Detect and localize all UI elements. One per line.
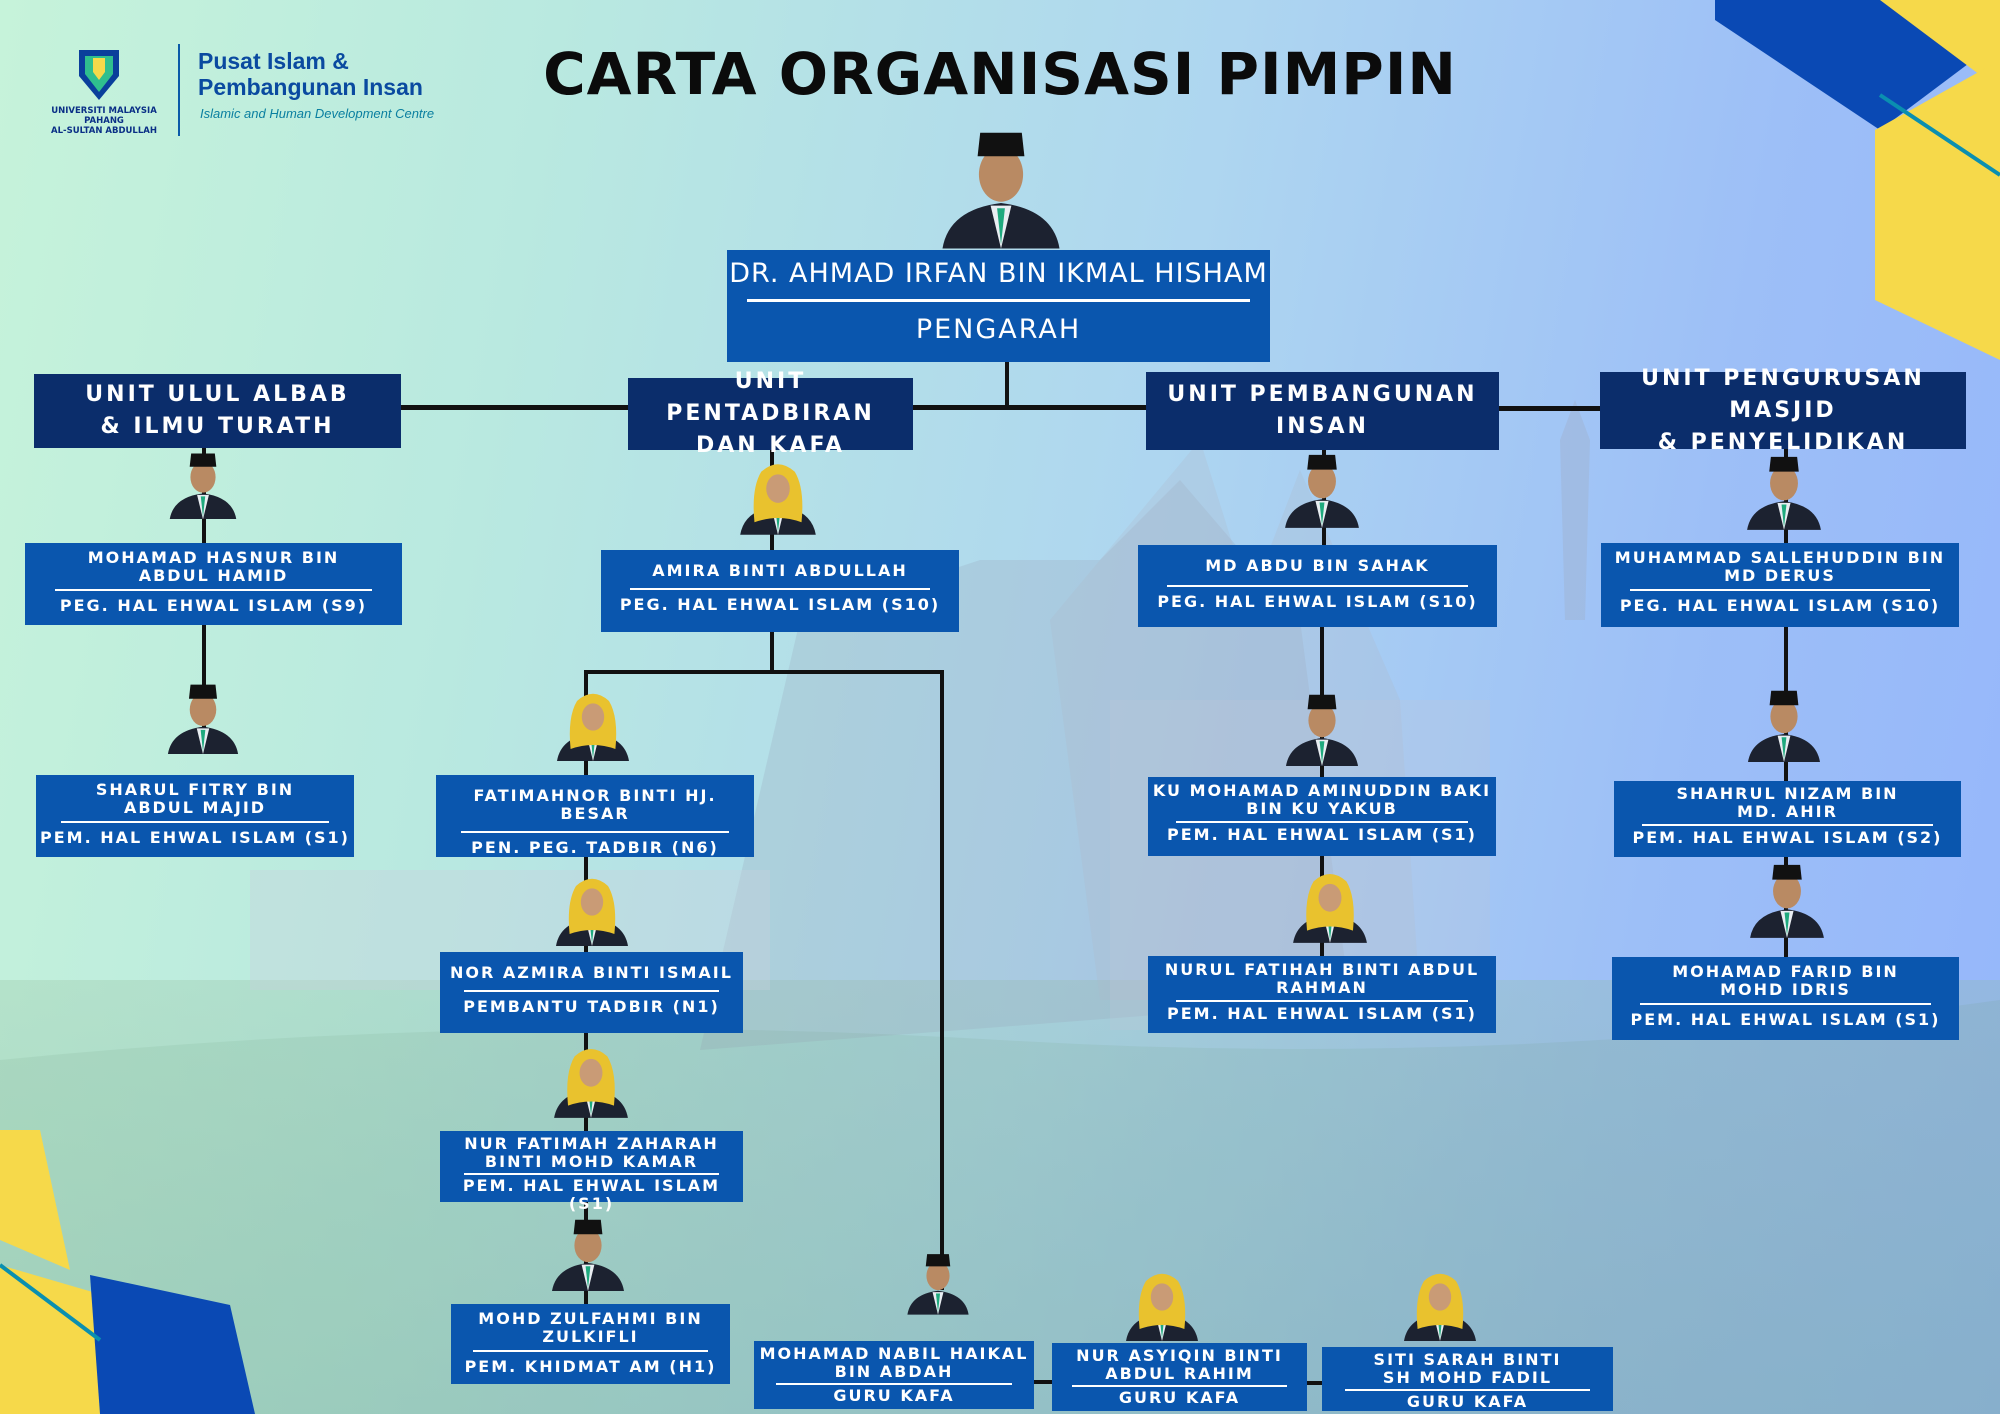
connector-line [770, 632, 774, 672]
unit-pengurusan-masjid: UNIT PENGURUSAN MASJID& PENYELIDIKAN [1600, 366, 1966, 455]
director-box: DR. AHMAD IRFAN BIN IKMAL HISHAM PENGARA… [727, 250, 1270, 362]
staff-photo-female-icon [1126, 1273, 1198, 1341]
staff-photo-female-icon [1293, 874, 1367, 943]
staff-photo-male-icon [942, 132, 1060, 249]
staff-photo-male-icon [1286, 694, 1358, 766]
centre-name-english: Islamic and Human Development Centre [200, 106, 435, 121]
centre-name: Pusat Islam & Pembangunan Insan [198, 48, 423, 100]
staff-photo-female-icon [554, 1049, 628, 1118]
staff-photo-male-icon [552, 1219, 624, 1291]
staff-photo-male-icon [169, 453, 237, 520]
staff-photo-male-icon [1747, 456, 1821, 530]
staff-photo-female-icon [1404, 1273, 1476, 1341]
connector-line [940, 670, 944, 1290]
connector-line [1499, 406, 1600, 411]
director-position: PENGARAH [915, 314, 1082, 345]
connector-line [584, 670, 944, 674]
page-title: CARTA ORGANISASI PIMPIN [543, 40, 1457, 108]
staff-photo-male-icon [1750, 864, 1824, 938]
staff-photo-female-icon [556, 878, 628, 946]
staff-photo-female-icon [557, 693, 629, 761]
pusat-islam-logo: UNIVERSITI MALAYSIA PAHANG AL-SULTAN ABD… [30, 40, 470, 140]
connector-line [1305, 1381, 1325, 1385]
staff-photo-female-icon [740, 464, 816, 535]
staff-photo-male-icon [1285, 454, 1359, 528]
connector-line [1005, 360, 1009, 410]
logo-divider [178, 44, 180, 136]
director-divider [747, 299, 1250, 302]
connector-line [913, 405, 1148, 410]
staff-photo-male-icon [1748, 690, 1820, 762]
director-name: DR. AHMAD IRFAN BIN IKMAL HISHAM [729, 258, 1268, 289]
staff-photo-male-icon [167, 684, 239, 755]
connector-line [202, 625, 206, 737]
ump-crest-icon [79, 50, 119, 100]
connector-line [1030, 1380, 1055, 1384]
staff-photo-male-icon [907, 1254, 969, 1315]
unit-ulul-albab: UNIT ULUL ALBAB& ILMU TURATH [34, 374, 401, 448]
university-name: UNIVERSITI MALAYSIA PAHANG AL-SULTAN ABD… [51, 106, 157, 136]
